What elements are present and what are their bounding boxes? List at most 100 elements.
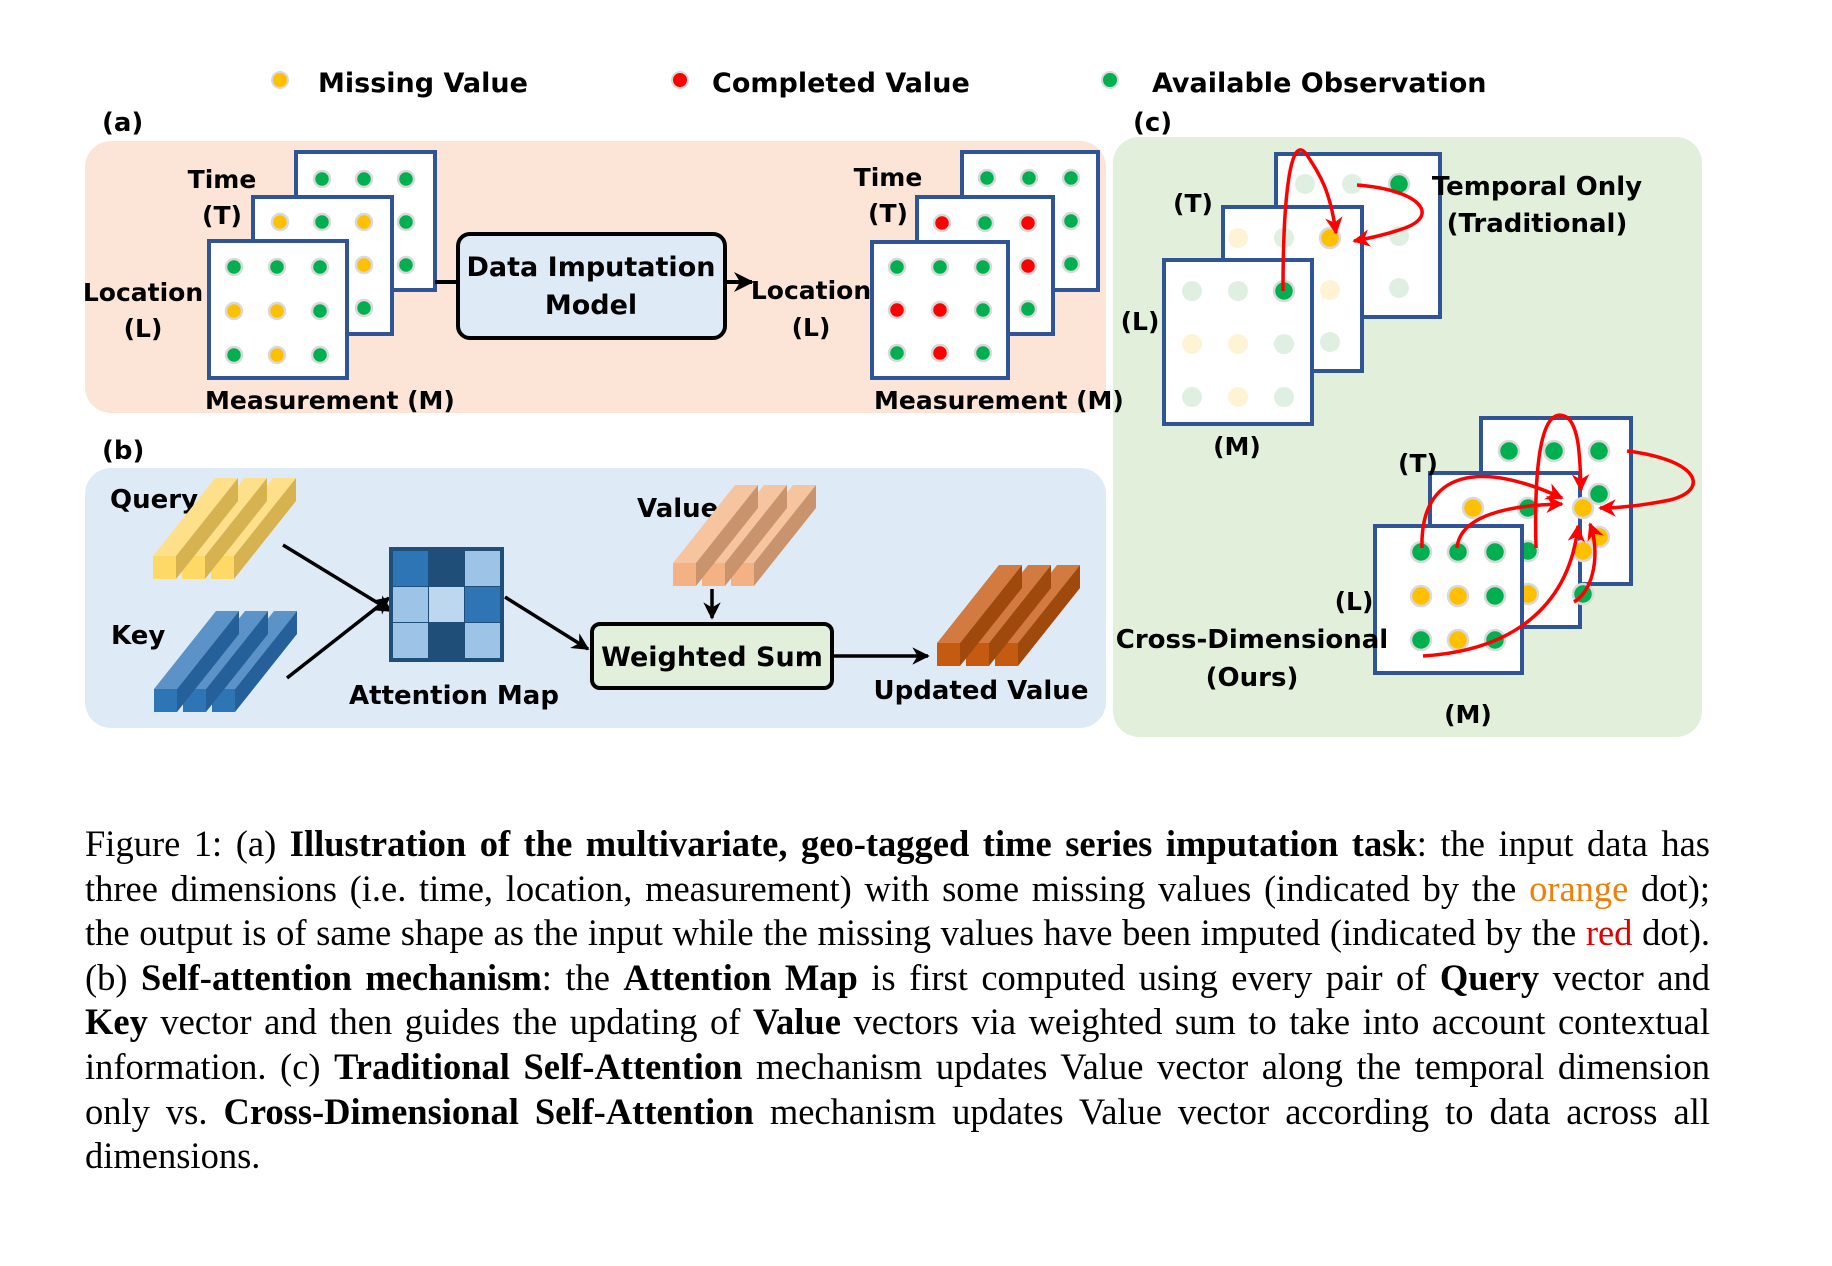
legend-label: Available Observation [1152, 68, 1487, 99]
caption-segment: orange [1529, 867, 1629, 909]
available-dot [396, 255, 416, 275]
key-label: Key [111, 621, 165, 651]
completed-dot [1018, 256, 1038, 276]
top-time-abbr: (T) [1173, 189, 1213, 218]
available-dot [312, 212, 332, 232]
available-dot [310, 257, 330, 277]
available-dot [354, 298, 374, 318]
key-vector-bar [154, 611, 239, 712]
legend-item-available: Available Observation [1101, 68, 1487, 99]
missing-dot [354, 212, 374, 232]
panel-a: Time (T) Location (L) Measurement (M) Da… [83, 150, 1124, 415]
panel-c: (T) (L) (M) Temporal Only (Traditional) … [1116, 148, 1695, 729]
bottom-time-abbr: (T) [1398, 449, 1438, 478]
attention-cell [429, 623, 464, 658]
available-dot [973, 343, 993, 363]
panel-b: Query Key Value Attention Map Weighted S… [110, 478, 1088, 712]
caption-segment: Query [1439, 956, 1540, 998]
faded-missing-dot [1320, 280, 1340, 300]
caption-segment: Cross-Dimensional Self-Attention [223, 1090, 754, 1132]
attention-cell [465, 623, 500, 658]
input-time-label: Time [188, 165, 257, 194]
faded-available-dot [1295, 174, 1315, 194]
available-dot [224, 257, 244, 277]
value-vectors [673, 485, 816, 586]
value-vector-bar [673, 485, 758, 586]
completed-dot [930, 300, 950, 320]
caption-segment: is first computed using every pair of [857, 956, 1440, 998]
missing-dot [1571, 496, 1595, 520]
missing-dot [267, 301, 287, 321]
missing-value-dot-icon [271, 71, 289, 89]
missing-dot [270, 212, 290, 232]
available-dot [1483, 540, 1507, 564]
attention-cell [393, 551, 428, 586]
caption-segment: Key [85, 1001, 148, 1043]
available-dot [1019, 168, 1039, 188]
attention-to-weighted-sum-arrow [504, 595, 590, 651]
updated-value-vectors [937, 565, 1080, 666]
available-dot [887, 343, 907, 363]
missing-dot [354, 255, 374, 275]
available-dot [267, 257, 287, 277]
figure-diagram: Missing Value Completed Value Available … [83, 68, 1702, 737]
missing-dot [1446, 584, 1470, 608]
query-vector-bar [153, 478, 238, 579]
caption-segment: vectors via weighted sum to take into ac… [85, 1001, 1710, 1087]
faded-available-dot [1274, 387, 1294, 407]
temporal-only-title: Temporal Only [1432, 172, 1642, 202]
faded-available-dot [1320, 332, 1340, 352]
completed-dot [1018, 213, 1038, 233]
available-dot [1061, 168, 1081, 188]
panel-b-tag: (b) [102, 436, 144, 466]
available-dot [1483, 584, 1507, 608]
attention-map-label: Attention Map [349, 681, 559, 711]
available-dot [310, 301, 330, 321]
key-vectors [154, 611, 297, 712]
caption-segment: mechanism updates Value vector along the… [85, 1045, 1711, 1132]
cross-arrow [1422, 524, 1585, 658]
panel-a-tag: (a) [102, 108, 143, 138]
available-dot [1497, 439, 1521, 463]
cross-arrow [1455, 495, 1564, 549]
query-vectors [153, 478, 296, 579]
attention-cell [393, 587, 428, 622]
model-label-line1: Data Imputation [467, 252, 716, 283]
legend-label: Missing Value [318, 68, 528, 99]
completed-dot [932, 213, 952, 233]
available-dot [354, 169, 374, 189]
faded-available-dot [1182, 387, 1202, 407]
query-label: Query [110, 485, 198, 515]
faded-missing-dot [1228, 228, 1248, 248]
available-dot [975, 213, 995, 233]
faded-missing-dot [1228, 334, 1248, 354]
missing-dot [224, 301, 244, 321]
caption-segment: vector and [1539, 956, 1710, 998]
faded-available-dot [1342, 174, 1362, 194]
missing-dot [267, 345, 287, 365]
caption-segment: : the input data has three dimensions (i… [85, 823, 1710, 909]
attention-cell [429, 587, 464, 622]
output-measurement-label: Measurement (M) [874, 386, 1124, 415]
faded-available-dot [1389, 278, 1409, 298]
panel-b-background [85, 468, 1106, 728]
caption-segment: vector and then guides the updating of [147, 1001, 754, 1043]
available-observation-dot-icon [1101, 71, 1119, 89]
figure-caption: Figure 1: (a) Illustration of the multiv… [85, 822, 1710, 1179]
faded-available-dot [1274, 334, 1294, 354]
attention-cell [429, 551, 464, 586]
available-dot [977, 168, 997, 188]
caption-segment: dot). (b) [85, 912, 1710, 998]
cross-dimensional-title: Cross-Dimensional [1116, 625, 1388, 655]
caption-segment: Traditional Self-Attention [334, 1045, 743, 1087]
faded-available-dot [1228, 281, 1248, 301]
available-dot [1542, 439, 1566, 463]
attention-map [389, 547, 504, 662]
faded-missing-dot [1182, 334, 1202, 354]
updated-value-label: Updated Value [874, 676, 1089, 706]
attention-cell [465, 551, 500, 586]
available-dot [1061, 254, 1081, 274]
caption-segment: mechanism updates Value vector according… [85, 1090, 1710, 1177]
weighted-sum-label: Weighted Sum [601, 642, 823, 673]
available-dot [887, 257, 907, 277]
